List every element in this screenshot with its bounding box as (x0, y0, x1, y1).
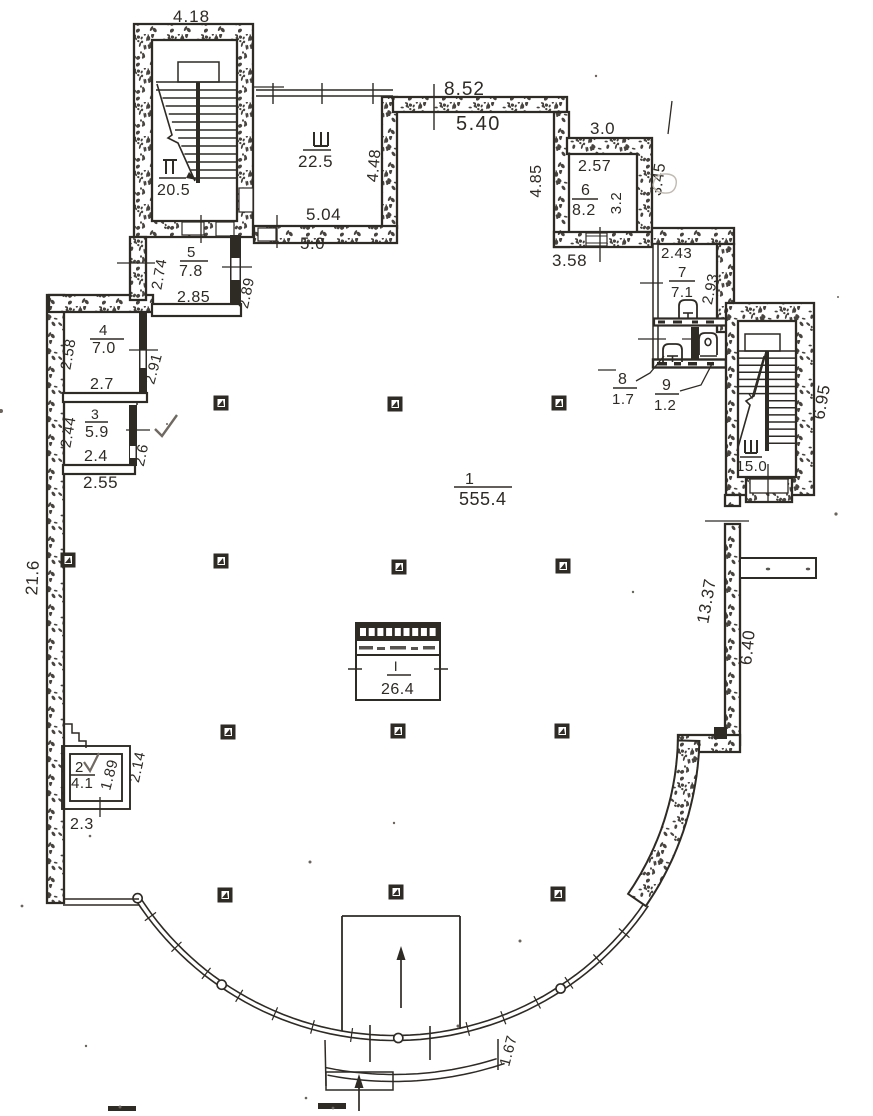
svg-text:2.14: 2.14 (126, 750, 149, 784)
svg-text:4.18: 4.18 (173, 7, 210, 26)
svg-text:2.44: 2.44 (57, 415, 79, 449)
svg-text:26.4: 26.4 (381, 681, 414, 698)
svg-text:4.85: 4.85 (528, 164, 545, 197)
svg-text:20.5: 20.5 (157, 182, 190, 199)
svg-text:3: 3 (91, 406, 99, 422)
svg-text:4.48: 4.48 (365, 148, 385, 182)
svg-text:3.45: 3.45 (648, 162, 669, 197)
svg-text:2.93: 2.93 (699, 272, 722, 306)
svg-text:7: 7 (678, 264, 687, 281)
svg-text:2.7: 2.7 (90, 376, 114, 393)
svg-text:5.9: 5.9 (85, 424, 109, 441)
svg-text:5.04: 5.04 (306, 205, 341, 224)
svg-text:2.89: 2.89 (235, 276, 258, 310)
svg-text:3.58: 3.58 (552, 251, 587, 270)
svg-text:8: 8 (618, 371, 627, 388)
svg-text:15.0: 15.0 (736, 458, 767, 475)
svg-text:3.2: 3.2 (608, 192, 625, 214)
svg-text:6.40: 6.40 (736, 629, 759, 666)
svg-text:2.4: 2.4 (84, 448, 108, 465)
svg-text:6: 6 (581, 182, 590, 199)
svg-text:I: I (394, 658, 398, 674)
svg-text:2.85: 2.85 (177, 289, 210, 306)
svg-text:1.2: 1.2 (654, 397, 676, 414)
svg-text:3.0: 3.0 (590, 119, 615, 138)
svg-text:8.52: 8.52 (444, 79, 485, 100)
svg-text:2: 2 (75, 759, 84, 776)
svg-text:5: 5 (187, 244, 196, 261)
svg-text:1: 1 (465, 471, 474, 488)
svg-text:21.6: 21.6 (22, 560, 43, 596)
svg-text:8.2: 8.2 (572, 202, 596, 219)
svg-text:2.57: 2.57 (578, 158, 611, 175)
svg-text:2.58: 2.58 (57, 337, 79, 371)
svg-text:5.40: 5.40 (456, 113, 501, 135)
svg-text:9: 9 (662, 377, 671, 394)
svg-text:555.4: 555.4 (459, 489, 507, 509)
svg-text:2.55: 2.55 (83, 473, 118, 492)
svg-text:4: 4 (99, 322, 108, 339)
svg-text:2.6: 2.6 (131, 442, 152, 467)
svg-text:2.74: 2.74 (148, 257, 170, 291)
svg-text:7.1: 7.1 (671, 284, 693, 301)
svg-text:22.5: 22.5 (298, 152, 333, 171)
svg-text:4.1: 4.1 (71, 775, 93, 792)
svg-text:2.3: 2.3 (70, 816, 94, 833)
svg-text:2.43: 2.43 (661, 245, 692, 262)
svg-text:1.7: 1.7 (612, 391, 634, 408)
svg-text:7.8: 7.8 (179, 263, 203, 280)
svg-text:7.0: 7.0 (92, 340, 116, 357)
svg-text:5.0: 5.0 (300, 234, 325, 253)
